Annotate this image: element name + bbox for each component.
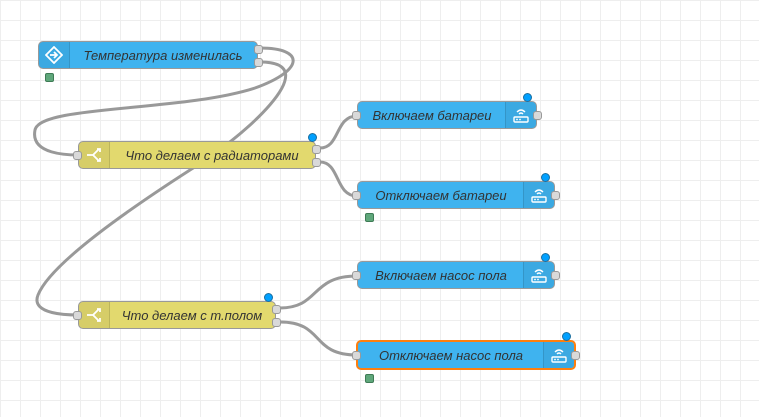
- node-switch-floor[interactable]: Что делаем с т.полом: [73, 293, 281, 329]
- node-turn-off-radiators[interactable]: Отключаем батареи: [352, 173, 560, 209]
- node-switch-radiators[interactable]: Что делаем с радиаторами: [73, 133, 321, 169]
- wire-floor-to-off[interactable]: [279, 320, 358, 357]
- router-wifi-icon: [505, 102, 536, 128]
- wire-radiators-to-on[interactable]: [319, 114, 358, 150]
- node-turn-off-floor-pump[interactable]: Отключаем насос пола: [352, 332, 580, 370]
- wire-trigger-to-radiators[interactable]: [33, 46, 295, 157]
- status-indicator: [365, 374, 374, 383]
- output-port[interactable]: [533, 111, 542, 120]
- input-port[interactable]: [73, 151, 82, 160]
- changed-indicator: [523, 93, 532, 102]
- changed-indicator: [562, 332, 571, 341]
- switch-icon: [79, 142, 110, 168]
- node-turn-on-floor-pump[interactable]: Включаем насос пола: [352, 253, 560, 289]
- node-label: Включаем батареи: [372, 107, 492, 123]
- changed-indicator: [264, 293, 273, 302]
- wire-radiators-to-off[interactable]: [319, 160, 358, 198]
- node-label: Что делаем с т.полом: [121, 307, 263, 323]
- input-port[interactable]: [352, 111, 361, 120]
- wire-floor-to-on[interactable]: [279, 274, 358, 310]
- changed-indicator: [541, 253, 550, 262]
- output-port[interactable]: [551, 271, 560, 280]
- output-port-2[interactable]: [272, 318, 281, 327]
- router-wifi-icon: [523, 262, 554, 288]
- trigger-arrow-icon: [39, 42, 70, 68]
- node-label: Температура изменилась: [83, 47, 243, 63]
- switch-icon: [79, 302, 110, 328]
- router-wifi-icon: [543, 342, 574, 368]
- output-port-1[interactable]: [312, 145, 321, 154]
- node-label: Отключаем насос пола: [378, 347, 524, 363]
- changed-indicator: [541, 173, 550, 182]
- node-label: Отключаем батареи: [375, 187, 507, 203]
- input-port[interactable]: [352, 351, 361, 360]
- changed-indicator: [308, 133, 317, 142]
- node-label: Включаем насос пола: [375, 267, 507, 283]
- wire-trigger-to-floor[interactable]: [35, 60, 288, 317]
- output-port-1[interactable]: [272, 305, 281, 314]
- input-port[interactable]: [352, 271, 361, 280]
- input-port[interactable]: [352, 191, 361, 200]
- router-wifi-icon: [523, 182, 554, 208]
- output-port-1[interactable]: [254, 45, 263, 54]
- output-port-2[interactable]: [312, 158, 321, 167]
- output-port[interactable]: [571, 351, 580, 360]
- status-indicator: [45, 73, 54, 82]
- node-temperature-changed[interactable]: Температура изменилась: [38, 41, 263, 69]
- node-label: Что делаем с радиаторами: [125, 147, 299, 163]
- input-port[interactable]: [73, 311, 82, 320]
- output-port[interactable]: [551, 191, 560, 200]
- output-port-2[interactable]: [254, 58, 263, 67]
- node-turn-on-radiators[interactable]: Включаем батареи: [352, 93, 542, 129]
- status-indicator: [365, 213, 374, 222]
